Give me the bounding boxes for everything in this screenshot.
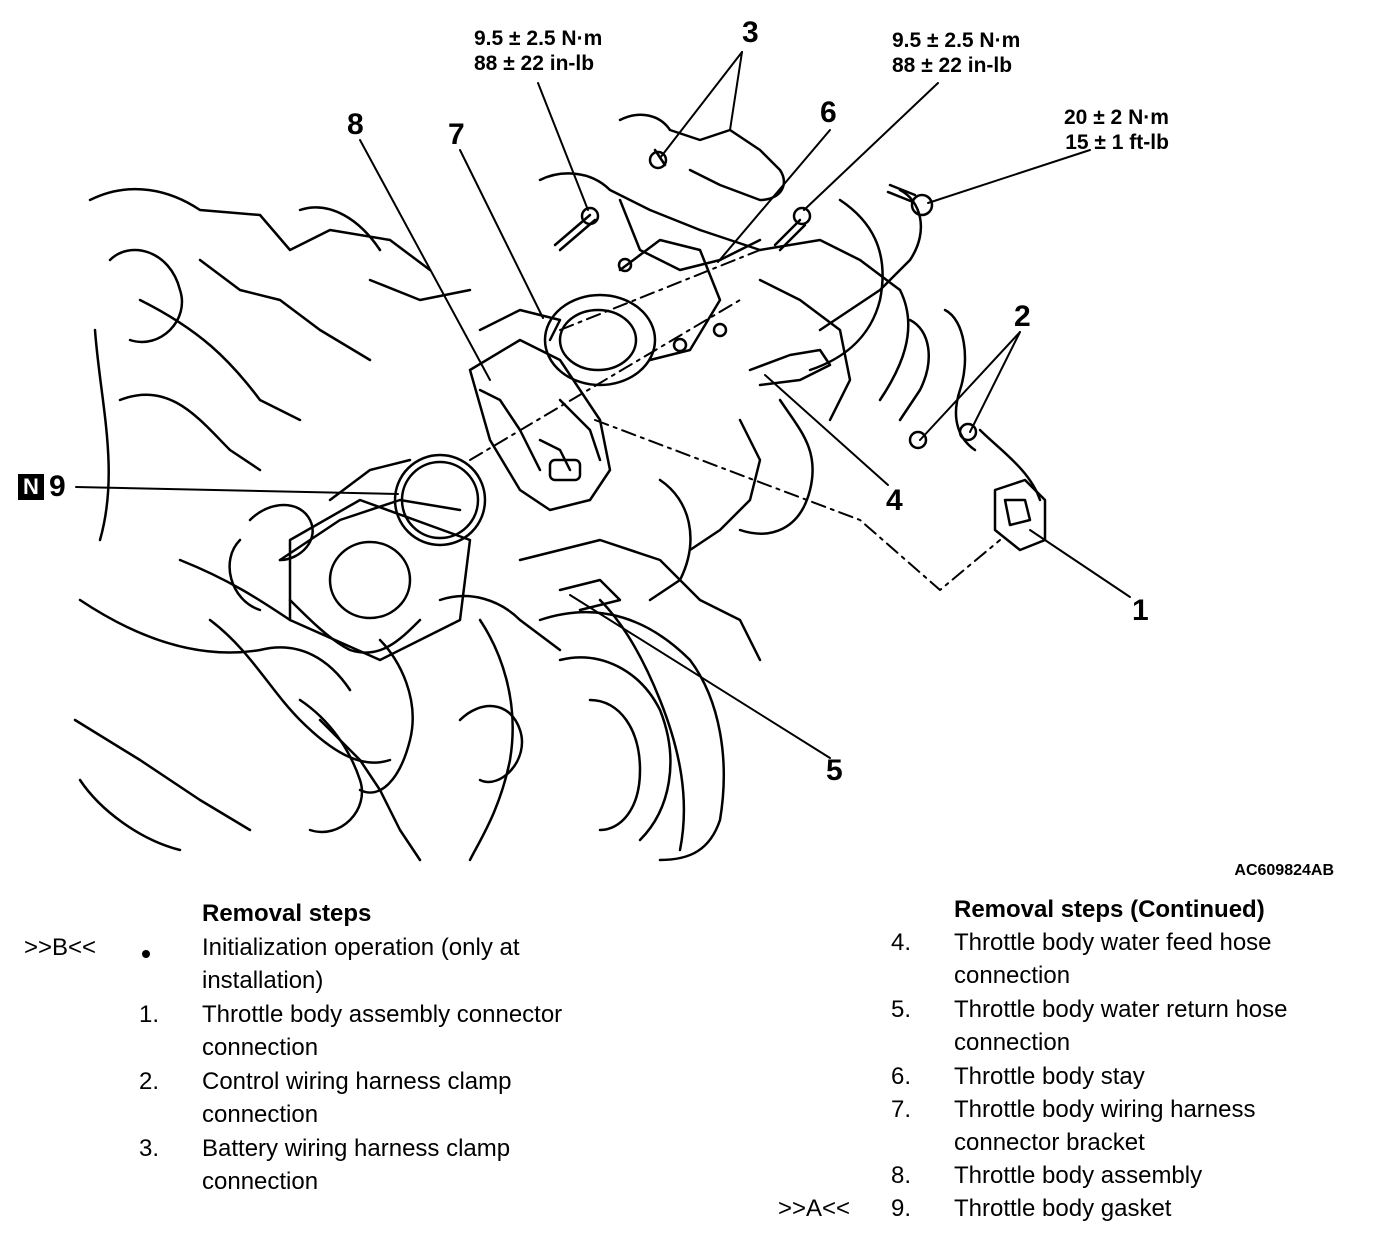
step-item-text: Throttle body stay [954, 1063, 1145, 1090]
leader-lines [75, 51, 1131, 759]
callout-8: 8 [347, 108, 364, 141]
engine-throttle-body-diagram [73, 51, 1131, 862]
callout-3: 3 [742, 16, 759, 49]
step-item-number: 1. [139, 1001, 160, 1028]
step-item-number: 2. [139, 1068, 160, 1095]
step-item-number: 8. [891, 1162, 912, 1189]
step-item-number: 7. [891, 1096, 912, 1123]
throttle-body-gasket [288, 453, 487, 662]
hoses [458, 113, 977, 784]
figure-id: AC609824AB [1234, 862, 1334, 879]
throttle-body-connector [978, 428, 1047, 552]
torque-spec-bolt-right: 20 ± 2 N·m 15 ± 1 ft-lb [1064, 106, 1169, 154]
step-item-text: Throttle body water return hose connecti… [954, 996, 1288, 1056]
new-part-badge: N [18, 474, 44, 500]
step-item-text: Battery wiring harness clamp connection [202, 1135, 511, 1195]
step-item-text: Initialization operation (only at instal… [202, 934, 520, 994]
bolts [553, 148, 978, 450]
step-item-number: 5. [891, 996, 912, 1023]
torque-spec-bolt-left: 9.5 ± 2.5 N·m 88 ± 22 in-lb [474, 27, 603, 75]
step-item-text: Throttle body assembly [954, 1162, 1203, 1189]
callout-9: 9 [49, 470, 66, 503]
bullet-dot [142, 950, 150, 958]
ref-b-marker: >>B<< [24, 934, 97, 961]
steps-heading: Removal steps [202, 900, 372, 927]
step-item-text: Control wiring harness clamp connection [202, 1068, 512, 1128]
callout-7: 7 [448, 118, 465, 151]
step-item-text: Throttle body gasket [954, 1195, 1172, 1222]
step-item-text: Throttle body assembly connector connect… [202, 1001, 563, 1061]
step-item-number: 9. [891, 1195, 912, 1222]
step-item-text: Throttle body wiring harness connector b… [954, 1096, 1256, 1156]
callout-6: 6 [820, 96, 837, 129]
step-item-text: Throttle body water feed hose connection [954, 929, 1272, 989]
callout-1: 1 [1132, 594, 1149, 627]
steps-heading-continued: Removal steps (Continued) [954, 896, 1265, 923]
ref-a-marker: >>A<< [778, 1195, 851, 1222]
step-item-number: 3. [139, 1135, 160, 1162]
torque-spec-bolt-middle: 9.5 ± 2.5 N·m 88 ± 22 in-lb [892, 29, 1021, 77]
step-item-number: 4. [891, 929, 912, 956]
callout-2: 2 [1014, 300, 1031, 333]
engine-block-outline [73, 172, 910, 862]
callout-5: 5 [826, 754, 843, 787]
callout-4: 4 [886, 484, 903, 517]
throttle-body-assembly [468, 238, 728, 512]
step-item-number: 6. [891, 1063, 912, 1090]
